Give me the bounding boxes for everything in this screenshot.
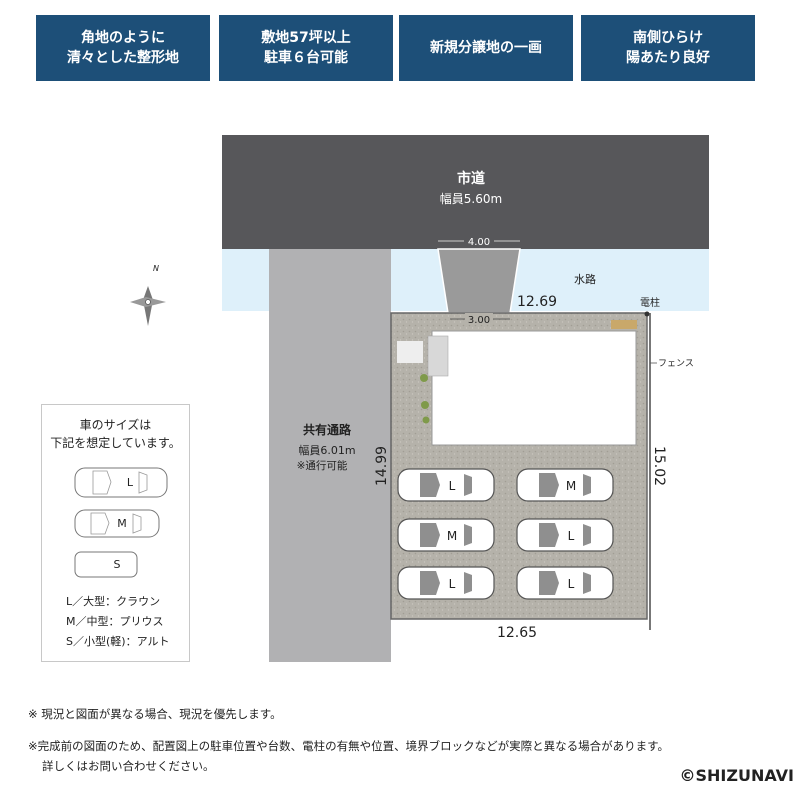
lot-right-dim: 15.02: [651, 446, 667, 486]
legend-line-medium: M／中型：プリウス: [66, 615, 164, 628]
fence-label: フェンス: [658, 359, 694, 369]
badge-text: 清々とした整形地: [67, 50, 179, 66]
shared-road: [269, 249, 391, 662]
legend-line-large: L／大型：クラウン: [66, 595, 161, 608]
car-size-label: L: [568, 529, 575, 543]
entrance-steps: [397, 341, 423, 363]
driveway-bottom-value: 3.00: [468, 315, 490, 326]
house-footprint: [431, 330, 637, 446]
feature-badge-corner: 角地のように 清々とした整形地: [36, 15, 210, 81]
shrub: [421, 401, 429, 409]
badge-text: 南側ひらけ: [633, 30, 703, 46]
feature-badge-parking: 敷地57坪以上 駐車６台可能: [219, 15, 393, 81]
badge-text: 敷地57坪以上: [261, 30, 351, 46]
legend-title: 下記を想定しています。: [50, 436, 181, 450]
pole-label: 電柱: [640, 296, 660, 309]
note-inquiry: 詳しくはお問い合わせください。: [42, 759, 215, 773]
car-size-label: L: [449, 577, 456, 591]
site-plan: 市道 幅員5.60m 水路 共有通路 幅員6.01m ※通行可能 4.00 フェ…: [130, 135, 709, 662]
road-width: 幅員5.60m: [440, 191, 502, 206]
badge-text: 新規分譲地の一画: [430, 40, 542, 56]
shared-road-note: ※通行可能: [297, 459, 348, 472]
legend-title: 車のサイズは: [79, 418, 152, 432]
badge-text: 陽あたり良好: [626, 50, 710, 66]
note-disclaimer: ※完成前の図面のため、配置図上の駐車位置や台数、電柱の有無や位置、境界ブロックな…: [28, 739, 669, 753]
city-road: [222, 135, 709, 249]
legend-line-small: S／小型(軽)：アルト: [66, 635, 170, 648]
car-4: [516, 518, 614, 552]
legend-car-samples: L M S: [74, 467, 168, 578]
car-size-label: L: [568, 577, 575, 591]
utility-pole: [644, 311, 650, 317]
lot-left-dim: 14.99: [374, 446, 390, 486]
legend-size-label: L: [127, 476, 134, 489]
waterway-label: 水路: [574, 273, 596, 286]
shared-road-label: 共有通路: [303, 422, 352, 437]
car-size-label: M: [566, 479, 576, 493]
shared-road-width: 幅員6.01m: [298, 444, 355, 457]
road-name: 市道: [457, 170, 485, 187]
garden-bed: [611, 320, 637, 329]
legend-size-label: M: [117, 517, 127, 530]
feature-badge-new-subdivision: 新規分譲地の一画: [399, 15, 573, 81]
badge-text: 角地のように: [81, 30, 165, 46]
shrub: [420, 374, 428, 382]
note-current-condition: ※ 現況と図面が異なる場合、現況を優先します。: [28, 707, 282, 721]
north-label: N: [153, 264, 159, 273]
car-size-label: M: [447, 529, 457, 543]
driveway: [437, 248, 521, 314]
entrance-porch: [427, 335, 449, 377]
car-1: [397, 468, 495, 502]
lot-bottom-dim: 12.65: [497, 625, 537, 641]
badge-text: 駐車６台可能: [264, 50, 348, 66]
feature-badge-south-open: 南側ひらけ 陽あたり良好: [581, 15, 755, 81]
legend-size-label: S: [114, 558, 121, 571]
lot-top-dim: 12.69: [517, 294, 557, 310]
car-5: [397, 566, 495, 600]
car-size-label: L: [449, 479, 456, 493]
copyright: ©SHIZUNAVI: [679, 766, 794, 785]
driveway-top-value: 4.00: [468, 237, 490, 248]
compass-icon: [130, 286, 166, 326]
shrub: [422, 416, 430, 424]
car-6: [516, 566, 614, 600]
car-size-legend: 車のサイズは 下記を想定しています。 L M S L／大型：クラウン M／中型：…: [41, 404, 190, 662]
